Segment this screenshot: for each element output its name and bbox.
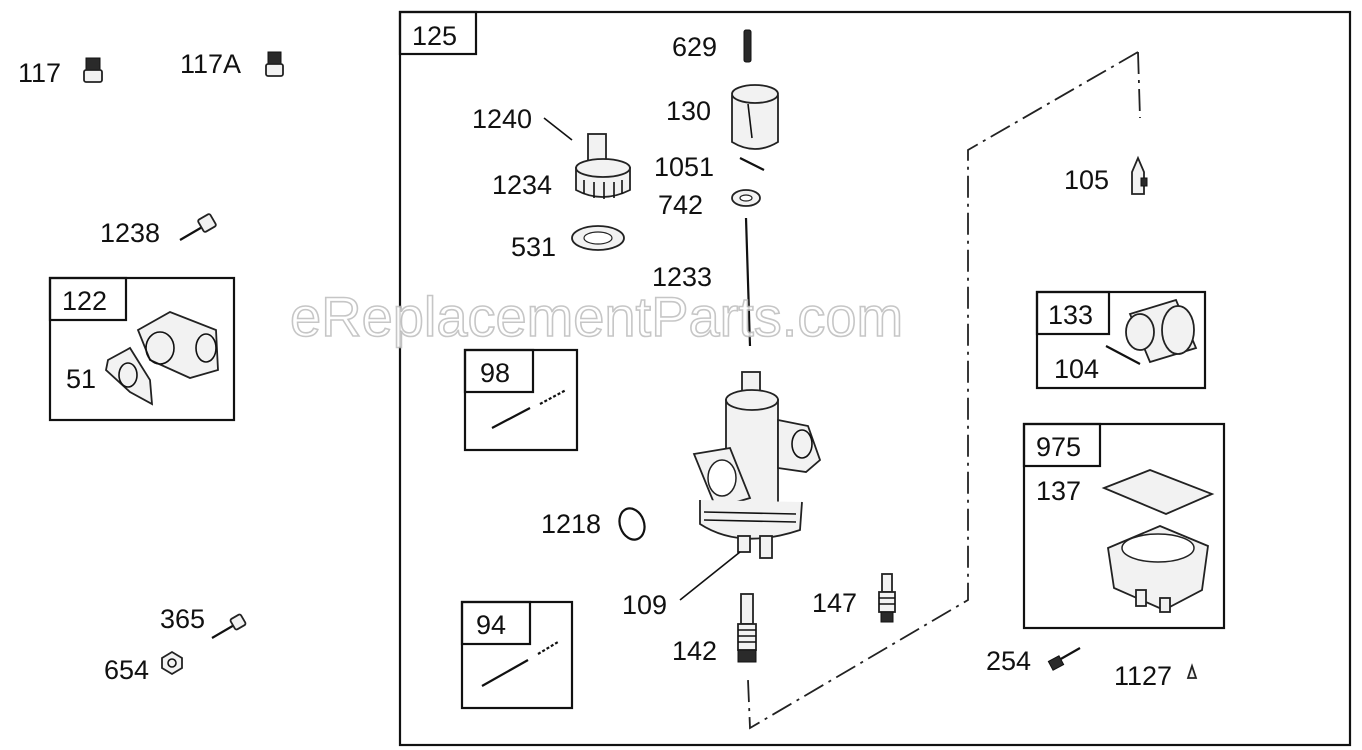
e-clip-742-icon: [731, 189, 761, 207]
label-1051: 1051: [654, 152, 714, 182]
frame-122-label: 122: [62, 286, 107, 316]
clip-629-icon: [743, 29, 752, 63]
label-254: 254: [986, 646, 1031, 676]
label-104: 104: [1054, 354, 1099, 384]
throttle-slide-130-icon: [731, 84, 779, 150]
label-142: 142: [672, 636, 717, 666]
float-133-icon: [1125, 298, 1198, 364]
pilot-jet-147-icon: [878, 573, 896, 623]
label-117: 117: [18, 58, 61, 88]
frame-98: 98: [463, 348, 579, 452]
frame-98-label: 98: [480, 358, 510, 388]
label-147: 147: [812, 588, 857, 618]
watermark: eReplacementParts.com: [290, 285, 903, 348]
label-1218: 1218: [541, 509, 601, 539]
bolt-1238-icon: [179, 213, 217, 241]
carburetor-body-109-icon: [692, 371, 822, 559]
label-1233: 1233: [652, 262, 712, 292]
frame-975: 975 137: [1022, 422, 1226, 630]
label-117A: 117A: [180, 49, 241, 79]
screw-117-icon: [83, 57, 103, 83]
label-137: 137: [1036, 476, 1081, 506]
float-pin-104-icon: [1105, 345, 1141, 365]
dash-outline: [747, 51, 1141, 730]
frame-94: 94: [460, 600, 574, 710]
jet-needle-1233-icon: [744, 217, 752, 347]
label-109: 109: [622, 590, 667, 620]
frame-125: 125: [398, 10, 1352, 747]
float-bowl-975-icon: [1107, 525, 1209, 613]
mixture-screw-98-icon: [491, 389, 567, 429]
gasket-51-icon: [105, 346, 154, 406]
nut-654-icon: [161, 650, 183, 676]
frame-133: 133 104: [1035, 290, 1207, 390]
leader-1240: [543, 117, 573, 141]
clip-1127-icon: [1186, 663, 1198, 679]
leader-109: [679, 551, 741, 601]
label-51: 51: [66, 364, 96, 394]
frame-94-label: 94: [476, 610, 506, 640]
label-1234: 1234: [492, 170, 552, 200]
label-742: 742: [658, 190, 703, 220]
bolt-365-icon: [211, 613, 247, 639]
frame-122: 122 51: [48, 276, 236, 422]
label-365: 365: [160, 604, 205, 634]
label-130: 130: [666, 96, 711, 126]
screw-254-icon: [1047, 647, 1081, 671]
intake-manifold-122-icon: [136, 311, 219, 379]
screw-117A-icon: [265, 51, 284, 77]
label-1240: 1240: [472, 104, 532, 134]
frame-975-label: 975: [1036, 432, 1081, 462]
label-1127: 1127: [1114, 661, 1172, 691]
washer-531-icon: [571, 225, 625, 251]
bowl-gasket-137-icon: [1101, 469, 1215, 515]
main-jet-142-icon: [737, 593, 757, 663]
spring-clip-1051-icon: [739, 157, 765, 171]
cap-1234-icon: [575, 133, 631, 199]
float-needle-105-icon: [1131, 155, 1148, 195]
o-ring-1218-icon: [618, 507, 646, 541]
frame-125-label: 125: [412, 21, 457, 51]
label-105: 105: [1064, 165, 1109, 195]
label-1238: 1238: [100, 218, 160, 248]
frame-133-label: 133: [1048, 300, 1093, 330]
label-531: 531: [511, 232, 556, 262]
label-629: 629: [672, 32, 717, 62]
idle-screw-94-icon: [481, 641, 559, 687]
label-654: 654: [104, 655, 149, 685]
